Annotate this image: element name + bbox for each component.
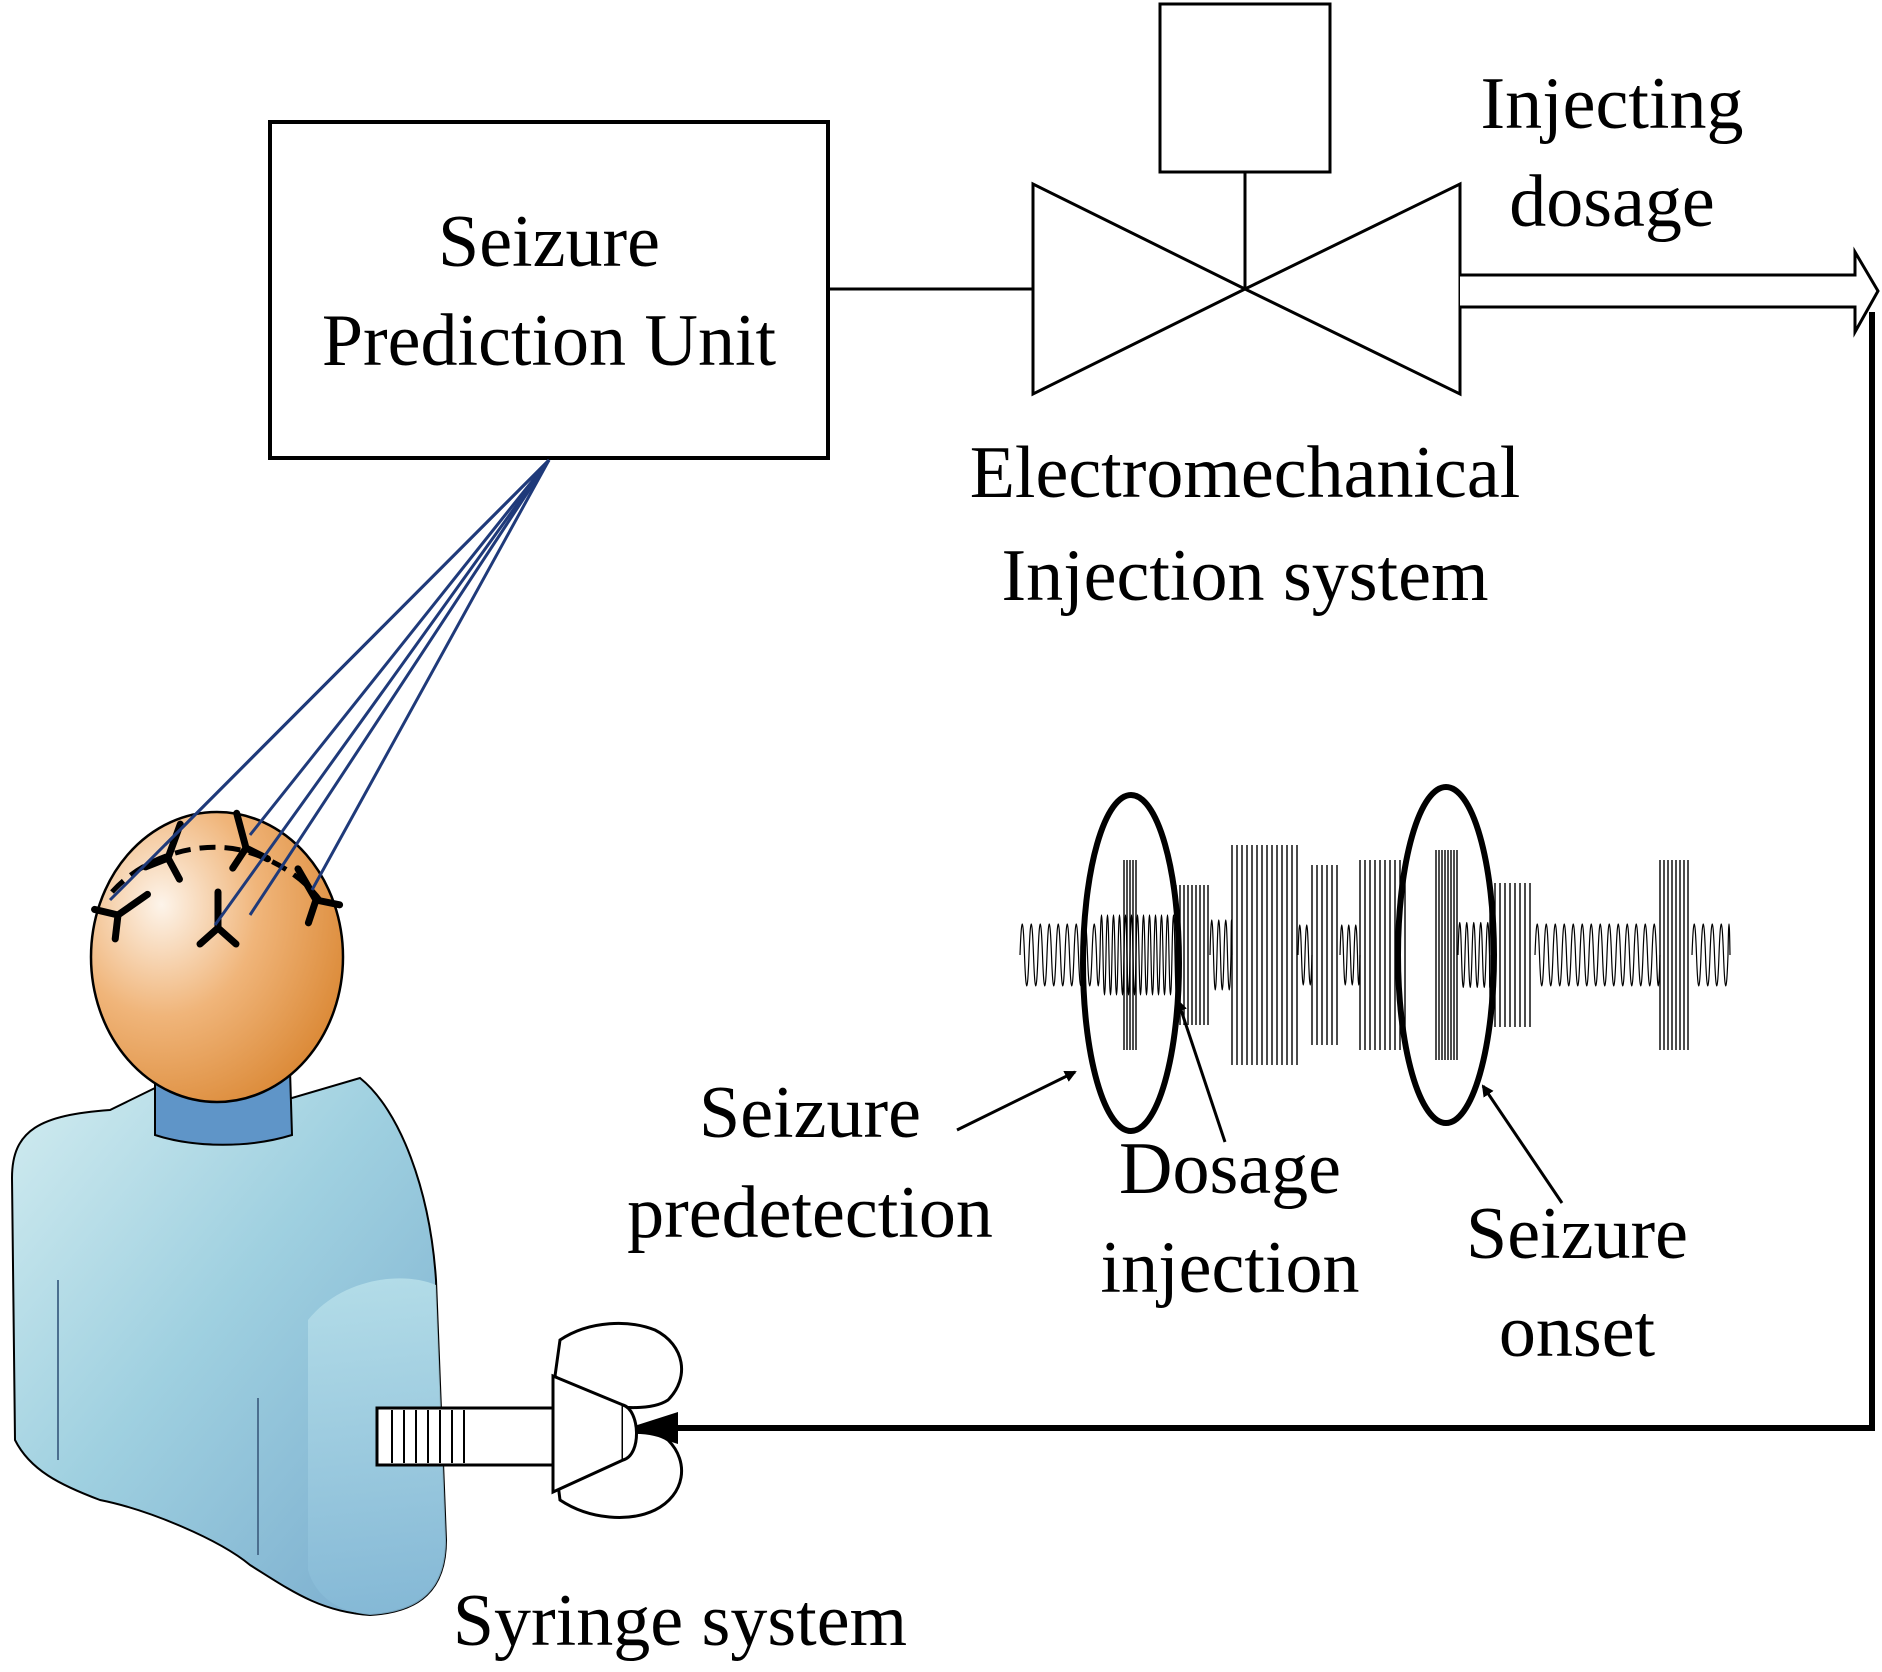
eeg-trace bbox=[1457, 921, 1491, 989]
electrode-wire bbox=[248, 459, 551, 916]
injecting-dosage-label-line2: dosage bbox=[1509, 161, 1715, 243]
patient-head bbox=[89, 810, 345, 1104]
eeg-trace bbox=[1691, 923, 1731, 987]
eeg-burst bbox=[1659, 860, 1689, 1050]
injecting-dosage-arrow bbox=[1460, 246, 1880, 338]
eeg-trace bbox=[1099, 914, 1181, 996]
valve-left-triangle bbox=[1031, 181, 1249, 397]
valve-label-line2: Injection system bbox=[1001, 535, 1488, 617]
dosage-injection-label-line2: injection bbox=[1101, 1227, 1360, 1309]
eeg-burst bbox=[1435, 850, 1458, 1060]
eeg-trace bbox=[1297, 924, 1313, 986]
electrode-wire bbox=[213, 459, 551, 926]
eeg-trace bbox=[1019, 923, 1101, 987]
onset-callout-arrow bbox=[1481, 1084, 1564, 1204]
prediction-unit-box bbox=[268, 120, 830, 460]
electrode-icon bbox=[91, 890, 151, 943]
eeg-burst bbox=[1231, 845, 1298, 1065]
injecting-dosage-label-line1: Injecting bbox=[1480, 63, 1743, 145]
prediction-unit-label-line1: Seizure bbox=[438, 201, 660, 283]
seizure-prediction-unit: Seizure Prediction Unit bbox=[268, 120, 830, 460]
electrode-wire bbox=[163, 458, 551, 847]
eeg-burst bbox=[1123, 860, 1137, 1050]
predetection-label-line1: Seizure bbox=[699, 1072, 921, 1154]
seizure-onset-label-line1: Seizure bbox=[1466, 1193, 1688, 1275]
patient-icon bbox=[10, 458, 551, 1617]
wing-nut-syringe-icon bbox=[375, 1322, 684, 1519]
solenoid-valve-icon bbox=[1031, 2, 1462, 397]
feedback-arrowhead bbox=[628, 1412, 678, 1444]
predetection-label-line2: predetection bbox=[627, 1172, 993, 1254]
eeg-trace bbox=[1534, 923, 1661, 987]
electrode-wire bbox=[310, 459, 551, 891]
electrode-wire bbox=[248, 459, 551, 836]
electrode-group bbox=[91, 809, 344, 948]
seizure-onset-label-line2: onset bbox=[1499, 1291, 1656, 1373]
valve-actuator-box bbox=[1158, 2, 1332, 174]
feedback-line bbox=[650, 312, 1875, 1431]
electrode-icon bbox=[294, 865, 344, 927]
predetection-callout-arrow bbox=[956, 1070, 1077, 1132]
onset-ellipse bbox=[1395, 784, 1497, 1126]
eeg-burst bbox=[1311, 865, 1338, 1045]
eeg-trace bbox=[1209, 919, 1233, 991]
dosage-injection-label-line1: Dosage bbox=[1119, 1128, 1341, 1210]
eeg-trace bbox=[1339, 924, 1361, 986]
valve-label-line1: Electromechanical bbox=[970, 432, 1521, 514]
eeg-waveform-icon bbox=[1019, 845, 1731, 1065]
prediction-unit-label-line2: Prediction Unit bbox=[322, 300, 777, 382]
predetection-ellipse bbox=[1080, 792, 1182, 1134]
electrode-wires bbox=[108, 458, 551, 926]
valve-right-triangle bbox=[1241, 181, 1462, 397]
syringe-label: Syringe system bbox=[453, 1580, 907, 1662]
dosage-callout-arrow bbox=[1175, 999, 1227, 1143]
syringe-threads bbox=[391, 1410, 465, 1463]
